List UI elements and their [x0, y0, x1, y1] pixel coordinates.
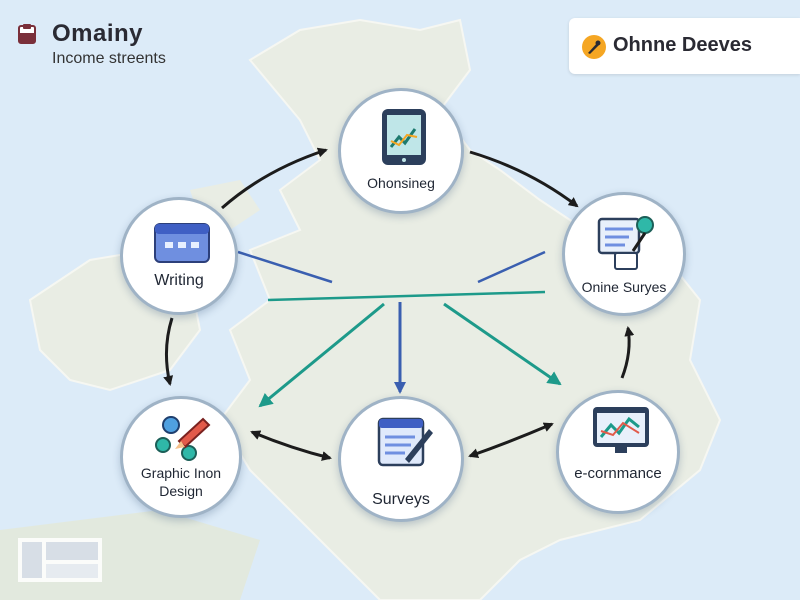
- monitor-chart-icon: [593, 407, 649, 453]
- arrow-writing-to-graphic: [163, 317, 174, 386]
- node-surveys-label: Surveys: [372, 491, 430, 508]
- brand-header: Omainy Income streents: [18, 18, 258, 78]
- node-writing: Writing: [120, 197, 238, 315]
- hub-arrow-to-graphic: [258, 302, 385, 408]
- arrow-graphic-surveys: [250, 430, 332, 461]
- node-graphic-design-label-2: Design: [159, 483, 203, 499]
- node-onboarding-label: Ohonsineg: [367, 175, 435, 191]
- arrow-onboarding-to-online-surveys: [469, 150, 579, 208]
- rocket-icon: [582, 35, 606, 59]
- calendar-icon: [154, 223, 210, 263]
- arrow-surveys-ecommerce: [468, 422, 554, 459]
- node-surveys: Surveys: [338, 396, 464, 522]
- arrow-ecommerce-to-online-surveys: [620, 326, 635, 379]
- hub-line-writing: [237, 250, 333, 284]
- node-onboarding: Ohonsineg: [338, 88, 464, 214]
- node-writing-label: Writing: [154, 272, 204, 289]
- node-online-surveys: Onine Suryes: [562, 192, 686, 316]
- badge-label: Ohnne Deeves: [613, 34, 752, 56]
- node-ecommerce-label: e-cornmance: [574, 465, 662, 482]
- watermark-logo: [18, 538, 102, 582]
- tablet-chart-icon: [382, 109, 426, 165]
- survey-form-icon: [377, 417, 433, 467]
- hub-line-horizontal: [267, 290, 546, 302]
- hub-arrow-to-ecommerce: [443, 302, 562, 386]
- clipboard-icon: [18, 24, 36, 44]
- brand-subtitle: Income streents: [52, 50, 166, 67]
- node-online-surveys-label: Onine Suryes: [581, 279, 667, 295]
- online-devices-badge: Ohnne Deeves: [569, 18, 800, 74]
- node-graphic-design: Graphic Inon Design: [120, 396, 242, 518]
- arrow-writing-to-onboarding: [221, 147, 328, 210]
- hub-line-online-surveys: [477, 250, 546, 284]
- node-ecommerce: e-cornmance: [556, 390, 680, 514]
- brand-title: Omainy: [52, 20, 144, 47]
- node-graphic-design-label-1: Graphic Inon: [140, 465, 222, 481]
- survey-tools-icon: [597, 216, 654, 270]
- design-tools-icon: [155, 416, 211, 461]
